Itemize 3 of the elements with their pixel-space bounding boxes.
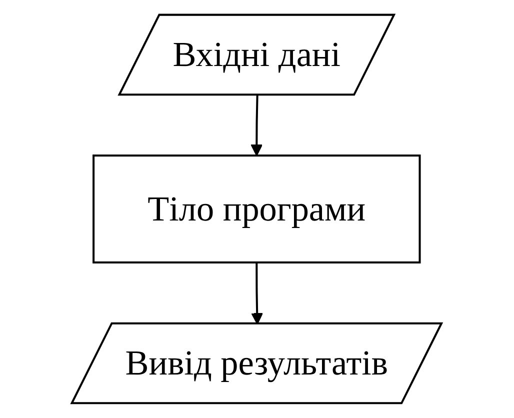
flowchart-drawing: Вхідні дані Тіло програми Вивід результатів <box>61 4 453 414</box>
node-box <box>92 154 422 264</box>
arrow <box>251 95 263 156</box>
